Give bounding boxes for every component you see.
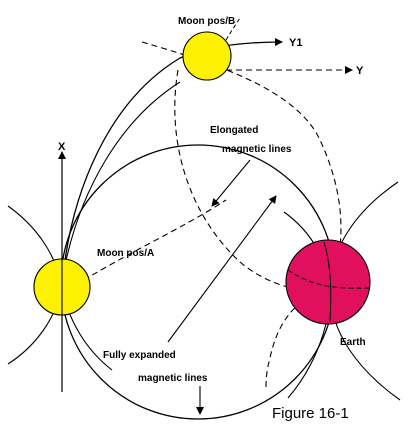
label-fully-expanded-line2: magnetic lines [138, 373, 208, 384]
label-earth: Earth [340, 337, 366, 348]
elongated-pointer-arrow [211, 159, 251, 207]
figure-caption: Figure 16-1 [272, 405, 349, 422]
earth-circle [285, 239, 371, 325]
label-axis-x: X [58, 141, 66, 153]
label-fully-expanded-line1: Fully expanded [103, 350, 176, 361]
orbit-curve-inner [63, 81, 181, 271]
label-axis-y1: Y1 [289, 37, 302, 49]
earth-field-overlay [323, 241, 332, 323]
label-elongated-line1: Elongated [210, 125, 258, 136]
moon-b-circle [182, 31, 232, 81]
expanded-pointer-arrow [167, 195, 277, 343]
label-moon-pos-a: Moon pos/A [97, 248, 154, 259]
orbit-curve-y1 [61, 38, 283, 288]
moon-b-field-tick [225, 17, 241, 41]
label-moon-pos-b: Moon pos/B [178, 16, 235, 27]
label-axis-y: Y [356, 65, 364, 77]
label-elongated-line2: magnetic lines [222, 144, 292, 155]
